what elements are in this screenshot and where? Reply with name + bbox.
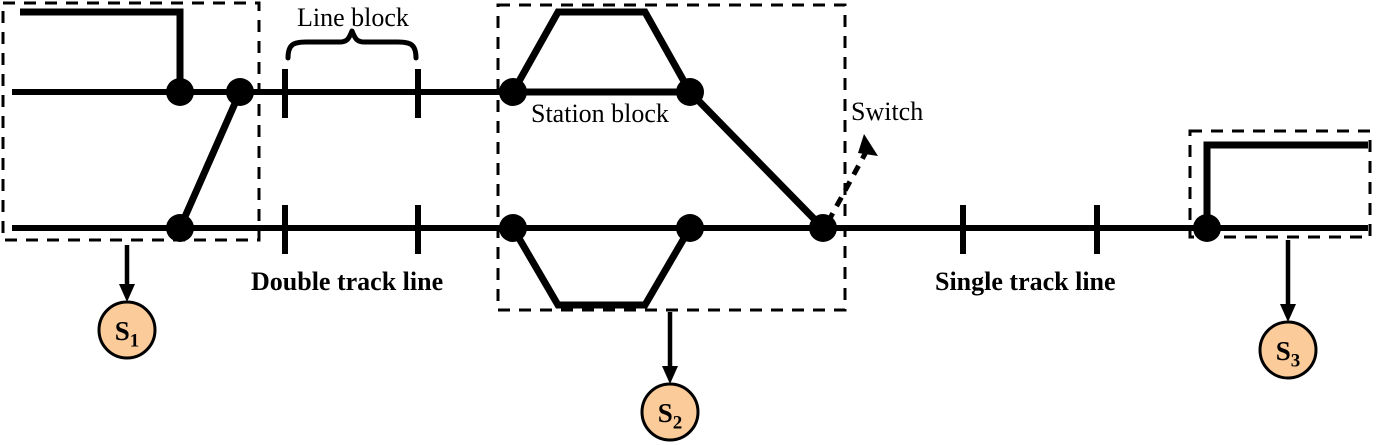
station-label-s2: S2 [642, 398, 698, 434]
switch-node[interactable] [499, 78, 527, 106]
station-arrow-s3-head [1280, 304, 1296, 322]
station-arrow-s1-head [119, 284, 135, 302]
station-label-s3: S3 [1260, 336, 1316, 372]
switch-leader-arrowhead [858, 134, 878, 156]
station-block-s2-boundary [496, 3, 847, 312]
switch-label: Switch [851, 97, 924, 126]
switch-node[interactable] [676, 214, 704, 242]
switch-node[interactable] [166, 78, 194, 106]
station-label-s1: S1 [99, 316, 155, 352]
station-circle-s2[interactable] [640, 382, 700, 442]
switch-node[interactable] [1193, 214, 1221, 242]
switch-node[interactable] [499, 214, 527, 242]
station-arrow-s2-head [662, 366, 678, 384]
switch-leader-line [825, 150, 869, 224]
station-block-s1-boundary [1, 1, 261, 242]
station-label-s3-name: S [1275, 336, 1291, 366]
siding-track-s1 [20, 8, 184, 92]
station-block-label: Station block [531, 99, 669, 128]
line-block-label: Line block [297, 3, 409, 32]
station-circle-s3[interactable] [1258, 320, 1318, 380]
station-label-s2-index: 2 [672, 412, 683, 434]
merge-track-double-to-single [687, 89, 826, 231]
station-label-s1-name: S [114, 316, 130, 346]
siding-track-s3 [1203, 141, 1368, 228]
siding-track-s2-upper [509, 8, 694, 94]
single-track-line-label: Single track line [935, 267, 1116, 296]
crossover-track-s1 [176, 90, 244, 230]
line-block-brace [285, 28, 419, 61]
double-track-line-label: Double track line [251, 267, 444, 296]
station-label-s2-name: S [657, 398, 673, 428]
switch-node[interactable] [166, 214, 194, 242]
station-block-s3-boundary [1188, 129, 1372, 239]
switch-node[interactable] [676, 78, 704, 106]
station-circle-s1[interactable] [97, 300, 157, 360]
station-label-s1-index: 1 [129, 330, 140, 352]
switch-node[interactable] [226, 78, 254, 106]
station-label-s3-index: 3 [1290, 350, 1301, 372]
siding-track-s2-lower [509, 226, 694, 309]
